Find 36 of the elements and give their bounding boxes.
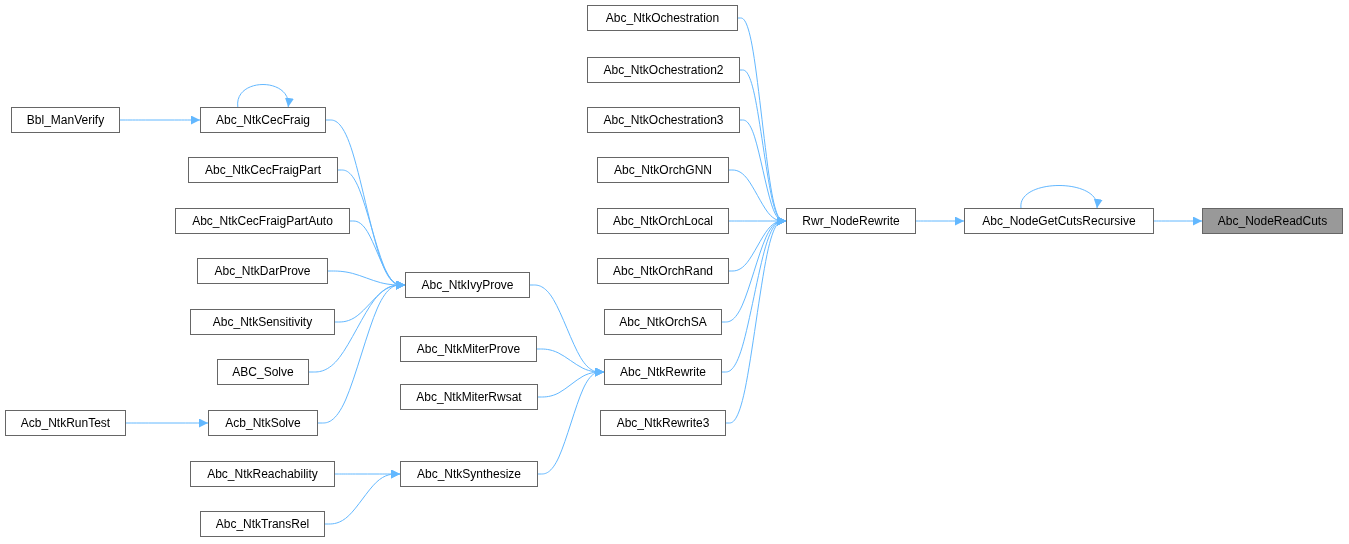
function-node: Abc_NtkRewrite3 [600, 410, 726, 436]
arrow [1153, 216, 1203, 226]
function-node: Abc_NtkReachability [190, 461, 335, 487]
arrow [125, 418, 209, 428]
function-node: Abc_NtkOchestration [587, 5, 738, 31]
function-node: Acb_NtkRunTest [5, 410, 126, 436]
arrow [317, 280, 406, 424]
function-node: Abc_NodeGetCutsRecursive [964, 208, 1154, 234]
function-node: Abc_NtkMiterProve [400, 336, 537, 362]
function-node: Abc_NtkCecFraigPartAuto [175, 208, 350, 234]
function-node: Bbl_ManVerify [11, 107, 120, 133]
function-node: Abc_NtkMiterRwsat [400, 384, 538, 410]
function-node: Rwr_NodeRewrite [786, 208, 916, 234]
function-node: Abc_NodeReadCuts [1202, 208, 1343, 234]
function-node: Acb_NtkSolve [208, 410, 318, 436]
function-node: Abc_NtkIvyProve [405, 272, 530, 298]
function-node: Abc_NtkCecFraig [200, 107, 326, 133]
arrow [915, 216, 965, 226]
arrow [1020, 185, 1101, 209]
function-node: Abc_NtkOchestration3 [587, 107, 740, 133]
function-node: Abc_NtkTransRel [200, 511, 325, 537]
function-node: Abc_NtkCecFraigPart [188, 157, 338, 183]
function-node: Abc_NtkSynthesize [400, 461, 538, 487]
function-node: Abc_NtkDarProve [197, 258, 328, 284]
function-node: Abc_NtkOrchLocal [597, 208, 729, 234]
function-node: Abc_NtkSensitivity [190, 309, 335, 335]
arrow [119, 115, 201, 125]
function-node: ABC_Solve [217, 359, 309, 385]
function-node: Abc_NtkRewrite [604, 359, 722, 385]
arrow [324, 469, 401, 525]
function-node: Abc_NtkOrchGNN [597, 157, 729, 183]
function-node: Abc_NtkOrchSA [604, 309, 722, 335]
function-node: Abc_NtkOrchRand [597, 258, 729, 284]
arrow [537, 367, 605, 475]
arrow [237, 84, 293, 108]
function-node: Abc_NtkOchestration2 [587, 57, 740, 83]
